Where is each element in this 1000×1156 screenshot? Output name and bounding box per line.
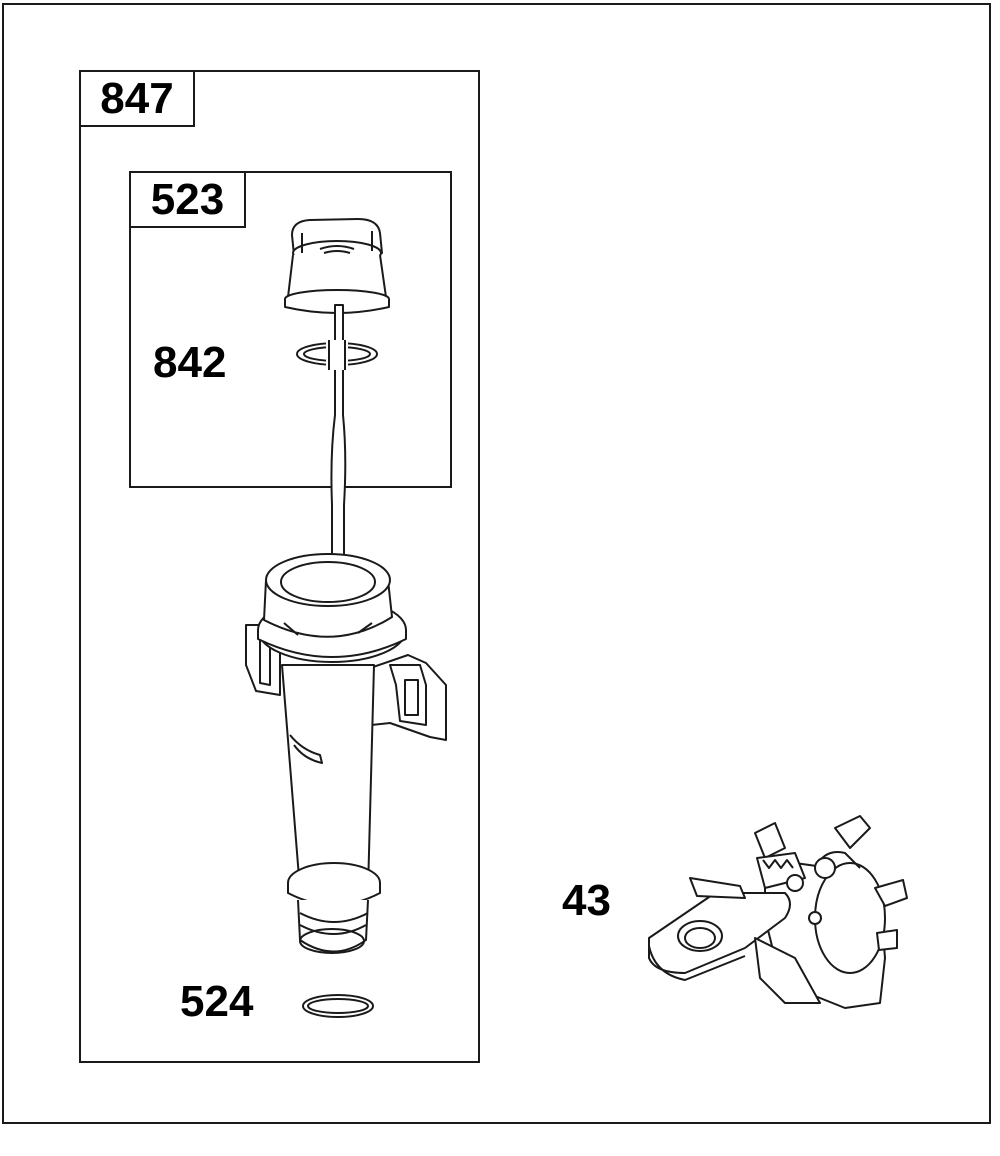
callout-842: 842 — [153, 338, 227, 387]
kit-847-number: 847 — [100, 73, 174, 123]
o-ring-524-drawing — [300, 992, 376, 1020]
o-ring-842-drawing — [294, 340, 380, 370]
diagram-frame — [2, 3, 991, 1124]
governor-bracket-43-drawing — [645, 808, 910, 1013]
kit-523-number: 523 — [150, 174, 225, 224]
kit-523-tag: 523 — [129, 171, 246, 228]
dipstick-cap-drawing — [280, 215, 395, 315]
dipstick-tube-drawing — [240, 545, 450, 960]
kit-847-box — [79, 70, 480, 1063]
callout-43: 43 — [562, 876, 611, 925]
kit-523-box — [129, 171, 452, 488]
kit-847-tag: 847 — [79, 70, 195, 127]
callout-524: 524 — [180, 977, 254, 1026]
